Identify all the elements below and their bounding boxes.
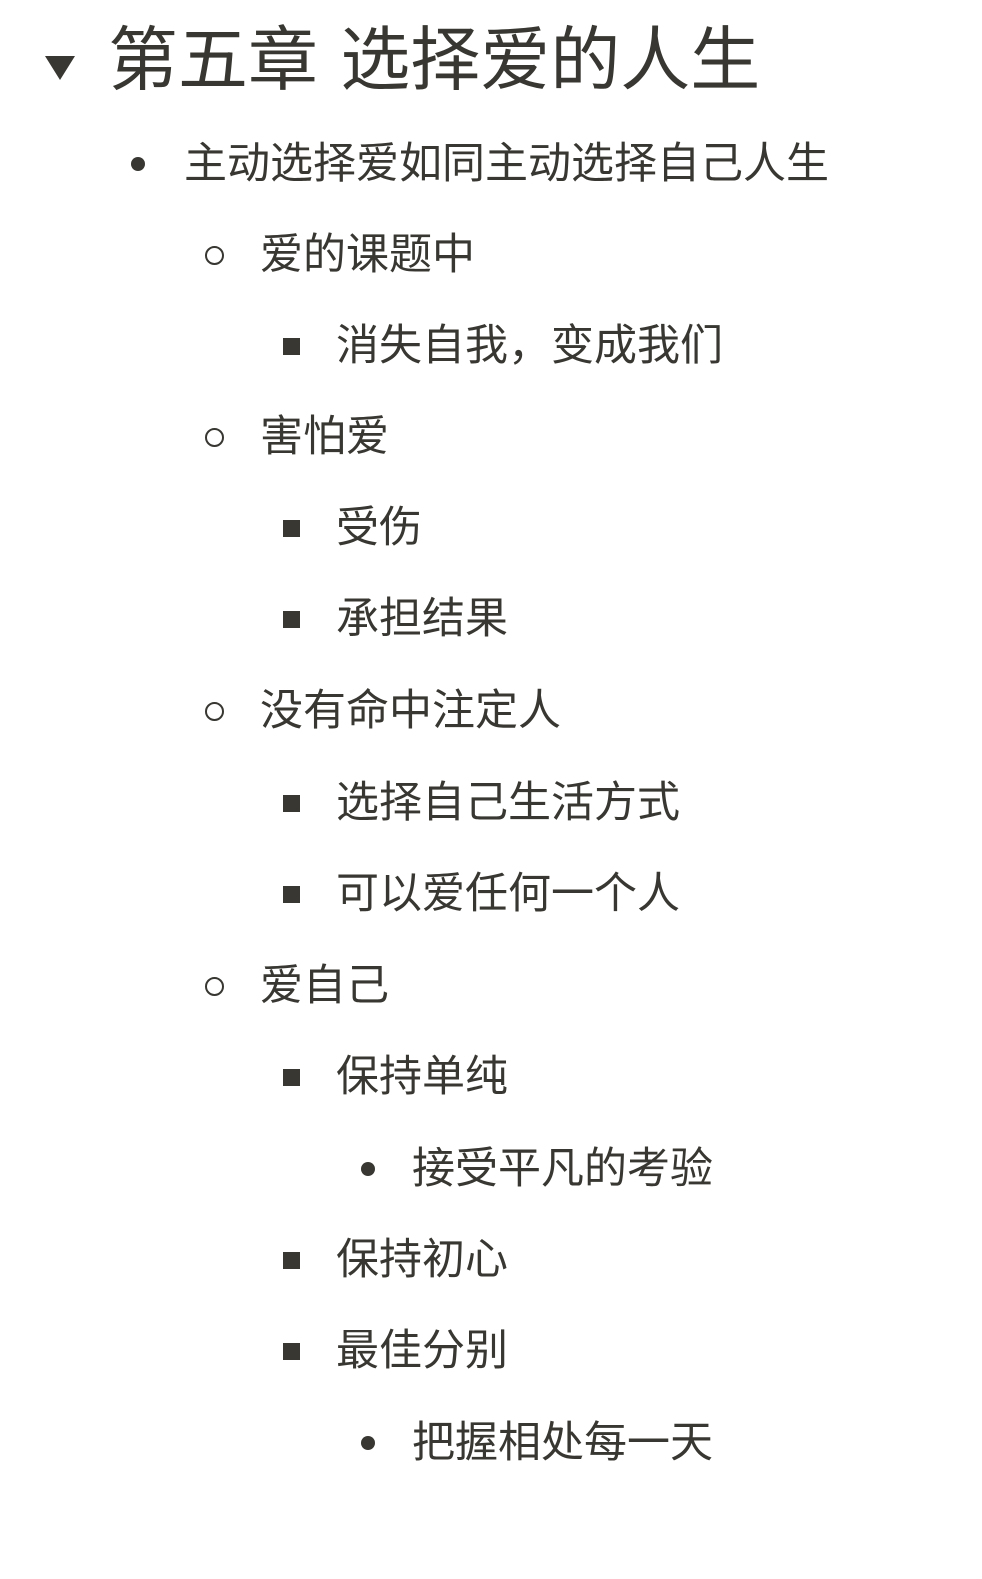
outline-item: 主动选择爱如同主动选择自己人生 [0,119,982,210]
outline-item-text: 最佳分别 [336,1326,508,1376]
outline-item-text: 选择自己生活方式 [336,778,680,828]
outline-item: 保持初心 [0,1215,982,1306]
outline-item-text: 受伤 [336,503,422,553]
bullet-circle-icon [205,428,224,447]
outline-item-text: 爱自己 [260,961,389,1011]
outline-item-text: 承担结果 [336,594,508,644]
chapter-heading: 第五章 选择爱的人生 [0,0,982,125]
bullet-square-icon [283,795,300,812]
outline-item: 爱的课题中 [0,210,982,301]
outline-item-text: 接受平凡的考验 [412,1144,713,1194]
bullet-square-icon [283,886,300,903]
outline-item: 选择自己生活方式 [0,758,982,849]
outline-item-text: 保持单纯 [336,1052,508,1102]
outline-item: 没有命中注定人 [0,666,982,757]
outline-item: 爱自己 [0,941,982,1032]
outline-item-text: 爱的课题中 [260,230,475,280]
chapter-title: 第五章 选择爱的人生 [108,19,761,101]
bullet-square-icon [283,520,300,537]
outline-item: 害怕爱 [0,392,982,483]
bullet-square-icon [283,1069,300,1086]
outline-item-text: 把握相处每一天 [412,1418,713,1468]
collapse-triangle-icon[interactable] [45,56,75,80]
outline-item: 接受平凡的考验 [0,1124,982,1215]
bullet-square-icon [283,338,300,355]
outline-item-text: 害怕爱 [260,412,389,462]
bullet-disc-icon [361,1162,375,1176]
outline-item-text: 可以爱任何一个人 [336,869,680,919]
outline-item-text: 保持初心 [336,1235,508,1285]
outline-item: 最佳分别 [0,1306,982,1397]
outline-item: 承担结果 [0,574,982,665]
outline-item: 受伤 [0,483,982,574]
outline-item-text: 主动选择爱如同主动选择自己人生 [184,139,829,189]
bullet-disc-icon [131,157,145,171]
bullet-square-icon [283,1343,300,1360]
outline-item-text: 没有命中注定人 [260,686,561,736]
bullet-square-icon [283,611,300,628]
bullet-square-icon [283,1252,300,1269]
outline-item: 把握相处每一天 [0,1398,982,1489]
outline-item: 可以爱任何一个人 [0,849,982,940]
bullet-circle-icon [205,977,224,996]
bullet-circle-icon [205,246,224,265]
outline-item-text: 消失自我，变成我们 [336,321,723,371]
bullet-circle-icon [205,702,224,721]
outline-item: 保持单纯 [0,1032,982,1123]
outline-item: 消失自我，变成我们 [0,301,982,392]
bullet-disc-icon [361,1436,375,1450]
